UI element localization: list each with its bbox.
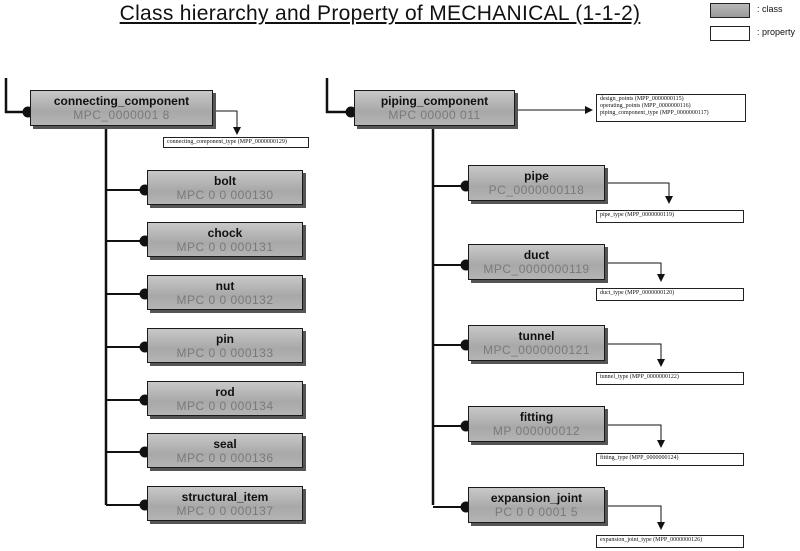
class-code: MPC_0000000119 — [483, 262, 590, 276]
property-box-duct: duct_type (MPP_0000000120) — [596, 288, 744, 301]
class-node-chock[interactable]: chock MPC 0 0 000131 — [147, 222, 303, 257]
class-name: tunnel — [518, 329, 555, 343]
class-name: expansion_joint — [490, 491, 583, 505]
class-name: pipe — [524, 169, 549, 183]
property-box-fitting: fitting_type (MPP_0000000124) — [596, 453, 744, 466]
class-node-nut[interactable]: nut MPC 0 0 000132 — [147, 275, 303, 310]
class-node-rod[interactable]: rod MPC 0 0 000134 — [147, 381, 303, 416]
property-text: duct_type (MPP_0000000120) — [600, 290, 675, 296]
class-name: duct — [523, 248, 550, 262]
class-node-structural-item[interactable]: structural_item MPC 0 0 000137 — [147, 486, 303, 521]
property-text: connecting_component_type (MPP_000000012… — [167, 139, 287, 145]
class-code: MPC_0000001 8 — [73, 108, 170, 122]
property-text: piping_component_type (MPP_0000000117) — [600, 110, 709, 116]
class-code: MPC 0 0 000136 — [176, 451, 274, 465]
legend-property-label: : property — [757, 27, 796, 37]
class-name: rod — [215, 385, 235, 399]
class-code: MPC 0 0 000133 — [176, 346, 274, 360]
class-node-connecting-component[interactable]: connecting_component MPC_0000001 8 — [30, 90, 213, 126]
property-box-piping-component: design_points (MPP_0000000115) operating… — [596, 94, 746, 122]
property-text: tunnel_type (MPP_0000000122) — [600, 374, 679, 380]
class-name: chock — [207, 226, 243, 240]
class-node-bolt[interactable]: bolt MPC 0 0 000130 — [147, 170, 303, 205]
class-node-pipe[interactable]: pipe PC_0000000118 — [468, 165, 605, 201]
page-title: Class hierarchy and Property of MECHANIC… — [119, 2, 641, 25]
class-node-seal[interactable]: seal MPC 0 0 000136 — [147, 433, 303, 468]
class-name: pin — [216, 332, 234, 346]
class-code: MPC 0 0 000137 — [176, 504, 274, 518]
class-name: connecting_component — [53, 94, 190, 108]
property-text: design_points (MPP_0000000115) — [600, 96, 684, 102]
legend-class-swatch — [710, 3, 750, 18]
class-name: fitting — [519, 410, 554, 424]
property-text: fitting_type (MPP_0000000124) — [600, 455, 679, 461]
class-node-expansion-joint[interactable]: expansion_joint PC 0 0 0001 5 — [468, 487, 605, 523]
class-code: MPC 0 0 000131 — [176, 240, 274, 254]
class-code: PC 0 0 0001 5 — [494, 505, 579, 519]
legend-class-label: : class — [757, 4, 783, 14]
property-text: pipe_type (MPP_0000000119) — [600, 212, 674, 218]
class-code: MPC 0 0 000130 — [176, 188, 274, 202]
legend-property-swatch — [710, 26, 750, 41]
class-code: MP 000000012 — [492, 424, 581, 438]
class-code: PC_0000000118 — [488, 183, 585, 197]
property-text: operating_points (MPP_0000000116) — [600, 103, 691, 109]
property-box-expansion-joint: expansion_joint_type (MPP_0000000126) — [596, 535, 744, 548]
class-node-tunnel[interactable]: tunnel MPC_0000000121 — [468, 325, 605, 361]
class-name: nut — [215, 279, 235, 293]
class-name: bolt — [214, 174, 236, 188]
property-box-connecting-component: connecting_component_type (MPP_000000012… — [163, 137, 309, 148]
class-name: structural_item — [181, 490, 269, 504]
class-code: MPC_0000000121 — [482, 343, 591, 357]
class-code: MPC 0 0 000132 — [176, 293, 274, 307]
class-node-duct[interactable]: duct MPC_0000000119 — [468, 244, 605, 280]
class-code: MPC 00000 011 — [388, 108, 481, 122]
class-name: seal — [213, 437, 237, 451]
class-name: piping_component — [380, 94, 489, 108]
property-box-pipe: pipe_type (MPP_0000000119) — [596, 210, 744, 223]
class-node-piping-component[interactable]: piping_component MPC 00000 011 — [354, 90, 515, 126]
class-code: MPC 0 0 000134 — [176, 399, 274, 413]
property-box-tunnel: tunnel_type (MPP_0000000122) — [596, 372, 744, 385]
property-text: expansion_joint_type (MPP_0000000126) — [600, 537, 703, 543]
class-node-pin[interactable]: pin MPC 0 0 000133 — [147, 328, 303, 363]
class-node-fitting[interactable]: fitting MP 000000012 — [468, 406, 605, 442]
